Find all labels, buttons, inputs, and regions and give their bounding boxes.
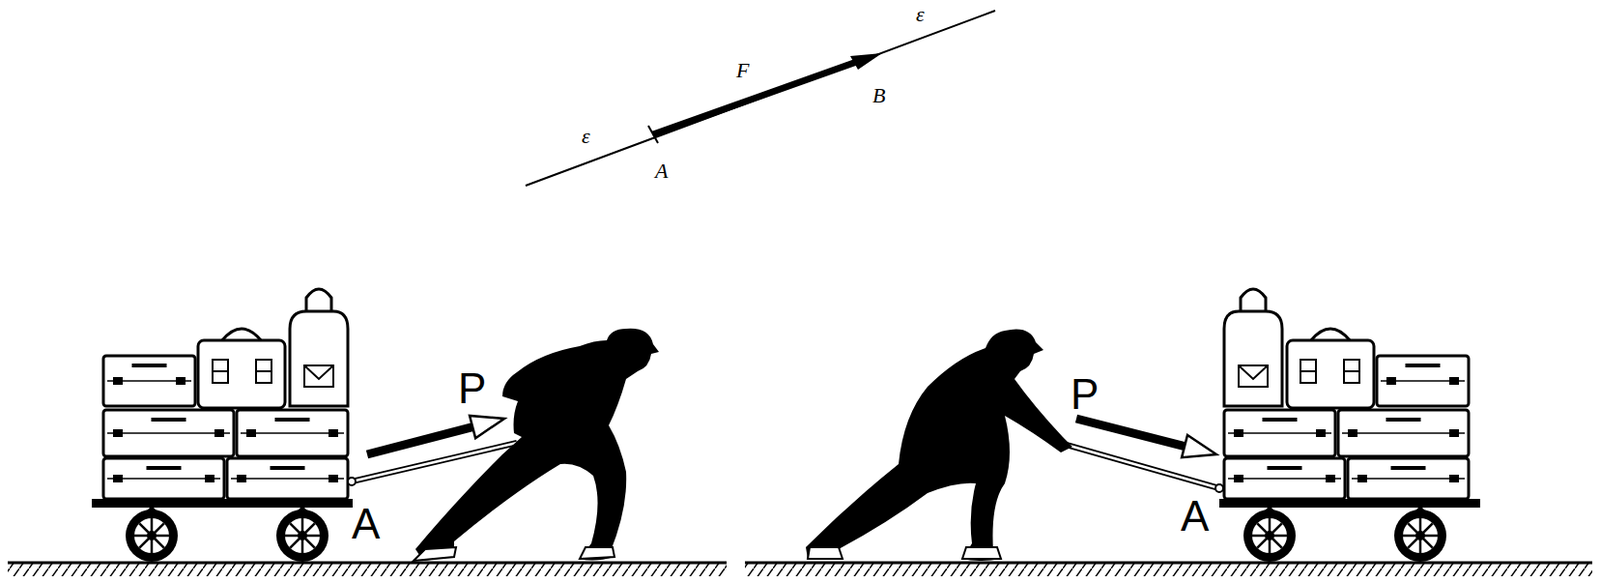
vector-label: F xyxy=(736,59,749,82)
ground-line xyxy=(744,561,1593,565)
point-label: A xyxy=(351,502,380,545)
ground xyxy=(7,562,727,576)
point-label: B xyxy=(872,85,886,107)
point-label: A xyxy=(1180,494,1209,538)
force-vector xyxy=(653,58,865,135)
line-label: ε xyxy=(581,125,591,147)
man-pushing xyxy=(805,329,1073,562)
line-of-action xyxy=(525,10,996,186)
force-arrow xyxy=(367,415,505,455)
point-label: A xyxy=(655,160,668,182)
vector-diagram xyxy=(525,10,996,186)
luggage-cart xyxy=(1219,288,1481,562)
shoes xyxy=(413,546,1001,561)
ground-line xyxy=(7,561,727,565)
line-label: ε xyxy=(915,3,925,26)
force-label: P xyxy=(1070,372,1099,416)
ground xyxy=(744,562,1593,576)
force-label: P xyxy=(457,367,486,410)
luggage-cart xyxy=(91,288,353,562)
arrow-head xyxy=(850,53,883,70)
point-mark xyxy=(648,125,658,143)
force-arrow xyxy=(1076,418,1217,458)
man-pulling xyxy=(415,328,659,561)
